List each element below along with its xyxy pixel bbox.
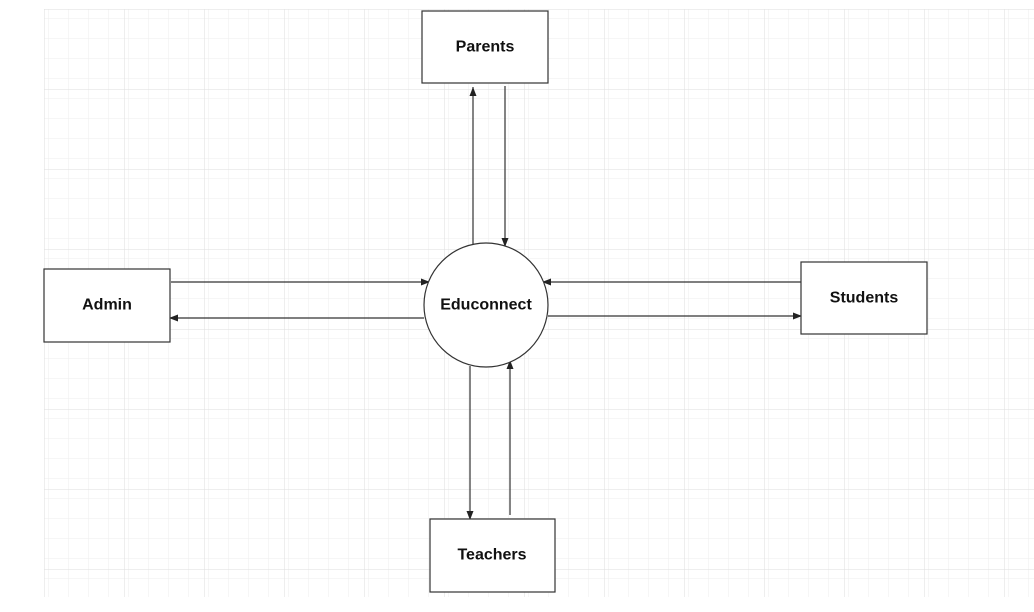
entity-label-students: Students: [830, 290, 899, 307]
process-circle: [423, 242, 549, 368]
entity-admin[interactable]: Admin: [43, 268, 171, 343]
entity-box: [43, 268, 171, 343]
process-educonnect[interactable]: Educonnect: [423, 242, 549, 368]
entity-label-parents: Parents: [456, 39, 515, 56]
entity-students[interactable]: Students: [800, 261, 928, 335]
entity-box: [800, 261, 928, 335]
entity-label-admin: Admin: [82, 297, 132, 314]
entity-label-teachers: Teachers: [457, 547, 526, 564]
entity-parents[interactable]: Parents: [421, 10, 549, 84]
process-label: Educonnect: [440, 297, 532, 314]
entity-teachers[interactable]: Teachers: [429, 518, 556, 593]
entity-box: [429, 518, 556, 593]
entity-box: [421, 10, 549, 84]
